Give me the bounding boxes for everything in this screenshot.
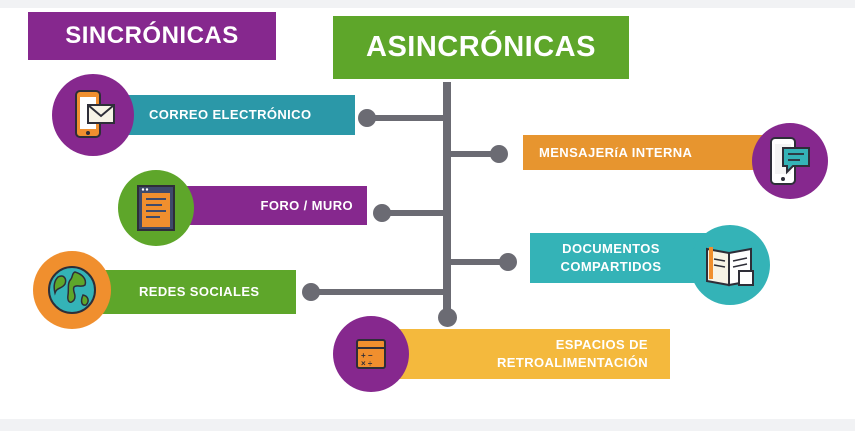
branch-social [312,289,446,295]
label-social-text: REDES SOCIALES [139,284,260,299]
phone-chat-icon [770,137,810,185]
branch-documents [448,259,506,265]
messaging-icon-circle [752,123,828,199]
svg-text:+ −: + − [361,351,373,360]
label-email: CORREO ELECTRÓNICO [118,95,355,135]
label-documents-line2: COMPARTIDOS [560,259,662,274]
branch-dot-email [358,109,376,127]
label-documents-line1: DOCUMENTOS [562,241,660,256]
branch-dot-documents [499,253,517,271]
open-book-icon [706,247,754,287]
branch-dot-forum [373,204,391,222]
branch-dot-messaging [490,145,508,163]
branch-forum [382,210,446,216]
central-connector [443,82,451,318]
label-documents: DOCUMENTOS COMPARTIDOS [530,233,716,283]
email-icon-circle [52,74,134,156]
branch-dot-social [302,283,320,301]
calculator-icon: + − × ÷ [356,339,386,369]
social-icon-circle [33,251,111,329]
document-list-icon [137,185,175,231]
branch-messaging [448,151,498,157]
label-feedback-line2: RETROALIMENTACIÓN [497,355,648,370]
label-social: REDES SOCIALES [92,270,296,314]
diagram-canvas: SINCRÓNICAS ASINCRÓNICAS CORREO ELECTRÓN… [0,8,855,419]
branch-email [370,115,446,121]
phone-mail-icon [75,90,115,138]
title-asynchronous: ASINCRÓNICAS [333,16,629,79]
label-feedback: ESPACIOS DE RETROALIMENTACIÓN [390,329,670,379]
globe-icon [48,266,96,314]
documents-icon-circle [690,225,770,305]
svg-text:× ÷: × ÷ [361,359,373,368]
label-forum: FORO / MURO [175,186,367,225]
connector-end-dot [438,308,457,327]
label-messaging: MENSAJERíA INTERNA [523,135,770,170]
label-email-text: CORREO ELECTRÓNICO [149,107,312,122]
feedback-icon-circle: + − × ÷ [333,316,409,392]
title-synchronous: SINCRÓNICAS [28,12,276,60]
label-messaging-text: MENSAJERíA INTERNA [539,144,693,160]
label-feedback-line1: ESPACIOS DE [555,337,648,352]
forum-icon-circle [118,170,194,246]
label-forum-text: FORO / MURO [260,197,353,213]
